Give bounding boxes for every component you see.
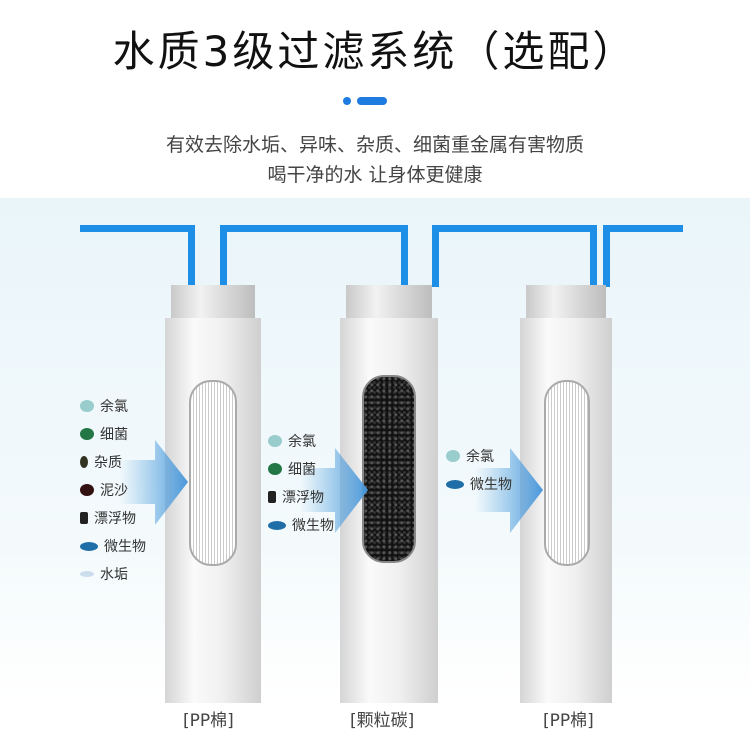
list-item: 细菌 <box>80 424 146 444</box>
list-item: 水垢 <box>80 564 146 584</box>
microbe-icon <box>268 520 286 530</box>
list-item: 微生物 <box>80 536 146 556</box>
list-item: 杂质 <box>80 452 146 472</box>
chlorine-icon <box>268 435 282 447</box>
subtitle-line-1: 有效去除水垢、异味、杂质、细菌重金属有害物质 <box>165 134 584 156</box>
water-pipe <box>603 225 610 287</box>
contaminant-list-2: 余氯 细菌 漂浮物 微生物 <box>268 431 334 535</box>
list-item: 余氯 <box>80 396 146 416</box>
list-item: 余氯 <box>446 446 512 466</box>
filter-cap <box>171 285 255 320</box>
indicator-bar <box>357 97 387 105</box>
water-pipe <box>220 225 227 287</box>
water-pipe <box>590 225 597 287</box>
water-pipe <box>603 225 683 232</box>
pp-cotton-window <box>189 380 237 566</box>
list-item: 微生物 <box>268 515 334 535</box>
indicator-dot <box>343 97 351 105</box>
contaminant-list-1: 余氯 细菌 杂质 泥沙 漂浮物 微生物 水垢 <box>80 396 146 584</box>
filter-cap <box>526 285 606 320</box>
chlorine-icon <box>446 450 460 462</box>
filter-cap <box>346 285 432 320</box>
chlorine-icon <box>80 400 94 412</box>
stage-label-3: [PP棉] <box>543 711 594 731</box>
flow-arrow-icon <box>475 448 543 533</box>
flow-arrow-icon <box>300 448 368 533</box>
water-pipe <box>432 225 439 287</box>
impurity-icon <box>80 456 88 468</box>
list-item: 漂浮物 <box>80 508 146 528</box>
pp-cotton-window <box>544 380 590 566</box>
list-item: 余氯 <box>268 431 334 451</box>
floating-debris-icon <box>80 512 88 524</box>
water-pipe <box>401 225 408 287</box>
sand-icon <box>80 484 94 496</box>
stage-label-1: [PP棉] <box>183 711 234 731</box>
list-item: 泥沙 <box>80 480 146 500</box>
water-pipe <box>432 225 597 232</box>
subtitle-line-2: 喝干净的水 让身体更健康 <box>267 164 483 186</box>
list-item: 漂浮物 <box>268 487 334 507</box>
stage-label-2: [颗粒碳] <box>350 711 415 731</box>
bacteria-icon <box>80 428 94 440</box>
scale-icon <box>80 571 94 577</box>
bacteria-icon <box>268 463 282 475</box>
microbe-icon <box>446 479 464 489</box>
microbe-icon <box>80 541 98 551</box>
water-pipe <box>80 225 195 232</box>
carbon-granules-window <box>362 375 416 563</box>
list-item: 细菌 <box>268 459 334 479</box>
list-item: 微生物 <box>446 474 512 494</box>
floating-debris-icon <box>268 491 276 503</box>
page-title: 水质3级过滤系统（选配） <box>112 27 638 76</box>
water-pipe <box>188 225 195 287</box>
water-pipe <box>220 225 408 232</box>
flow-arrow-icon <box>120 440 188 525</box>
contaminant-list-3: 余氯 微生物 <box>446 446 512 494</box>
